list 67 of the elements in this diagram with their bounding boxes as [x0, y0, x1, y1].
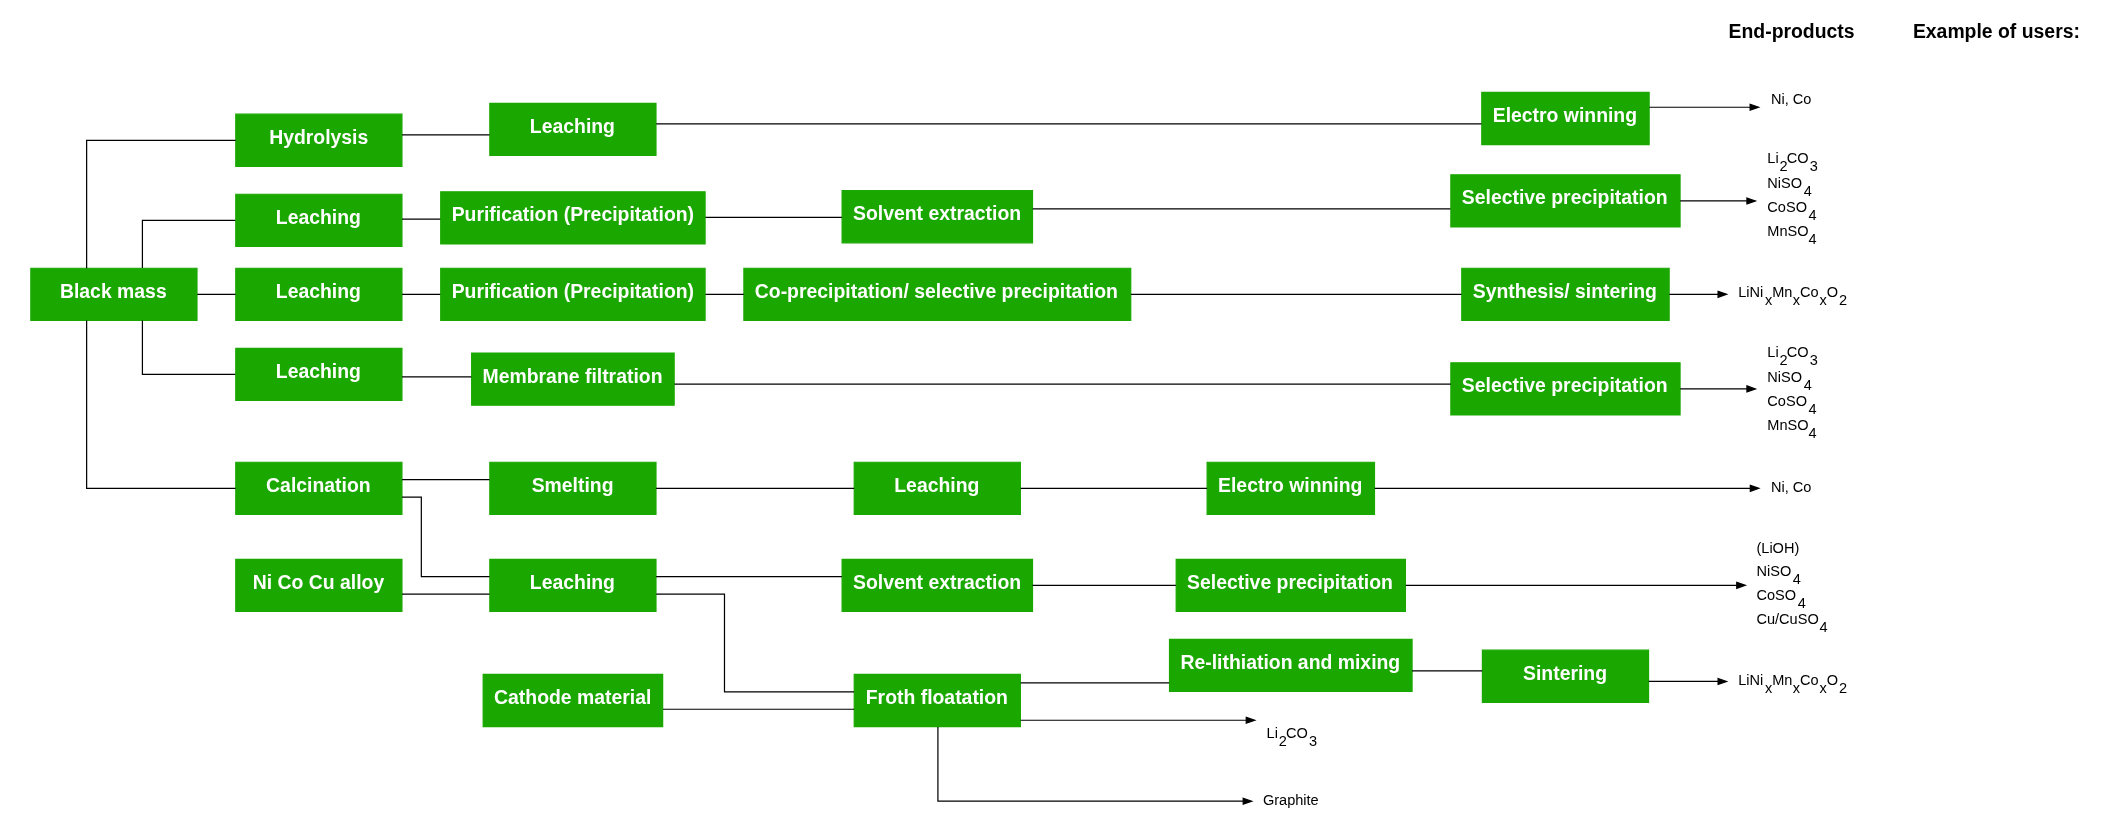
connector — [85, 319, 236, 489]
connector — [704, 293, 744, 295]
connector — [400, 376, 472, 378]
arrow — [1648, 103, 1760, 112]
connector — [1031, 208, 1451, 210]
arrow — [1019, 716, 1257, 725]
node-box: Selective precipitation — [1449, 174, 1681, 228]
label: End-products — [1728, 20, 1855, 43]
connector — [661, 708, 855, 710]
node-box: Solvent extraction — [841, 190, 1033, 244]
node-box: Hydrolysis — [234, 113, 403, 167]
connector — [141, 319, 236, 375]
connector — [655, 123, 1482, 125]
connector — [400, 479, 490, 481]
connector — [400, 293, 441, 295]
node-box: Leaching — [488, 102, 657, 157]
node-box: Purification (Precipitation) — [439, 191, 706, 245]
node-box: Electro winning — [1480, 91, 1650, 146]
connector — [1019, 487, 1208, 489]
connector — [400, 593, 490, 595]
node-box: Selective precipitation — [1449, 362, 1681, 416]
node-text: Graphite — [1262, 791, 1319, 808]
node-box: Black mass — [29, 267, 198, 321]
arrow — [1679, 197, 1757, 205]
node-box: Smelting — [488, 461, 657, 515]
connector — [1031, 584, 1176, 586]
arrow — [1404, 581, 1747, 590]
arrow — [1679, 385, 1757, 393]
node-box: Leaching — [234, 347, 403, 402]
node-box: Cathode material — [482, 673, 663, 728]
label: Example of users: — [1912, 20, 2080, 43]
connector — [1019, 682, 1170, 684]
node-box: Solvent extraction — [841, 558, 1033, 613]
connector — [673, 383, 1451, 385]
node-box: Selective precipitation — [1175, 558, 1406, 613]
connector — [704, 216, 843, 218]
connector — [655, 593, 855, 693]
node-box: Purification (Precipitation) — [439, 267, 706, 321]
connector — [1129, 293, 1462, 295]
node-box: Membrane filtration — [470, 352, 675, 406]
connector — [141, 219, 236, 269]
node-box: Leaching — [234, 267, 403, 321]
connector — [654, 487, 855, 489]
node-box: Ni Co Cu alloy — [234, 558, 403, 613]
node-box: Leaching — [853, 461, 1021, 515]
node-box: Synthesis/ sintering — [1460, 267, 1670, 321]
connector — [400, 218, 441, 220]
arrow — [1647, 677, 1728, 686]
connector — [196, 293, 236, 295]
node-text: Ni, Co — [1770, 91, 1811, 108]
connector — [400, 134, 490, 136]
node-box: Calcination — [234, 461, 403, 515]
node-text: Ni, Co — [1770, 479, 1811, 496]
node-box: Sintering — [1481, 649, 1649, 703]
node-box: Co-precipitation/ selective precipitation — [742, 267, 1131, 321]
arrow — [1668, 290, 1728, 299]
node-box: Re-lithiation and mixing — [1168, 638, 1413, 693]
connector — [400, 496, 490, 578]
node-box: Froth floatation — [853, 673, 1021, 728]
arrow — [936, 726, 1254, 806]
node-box: Leaching — [488, 558, 657, 613]
arrow — [1373, 484, 1761, 493]
node-box: Electro winning — [1206, 461, 1375, 515]
connector — [654, 576, 843, 578]
connector — [1410, 670, 1483, 672]
connector — [85, 139, 236, 269]
node-box: Leaching — [234, 193, 403, 247]
